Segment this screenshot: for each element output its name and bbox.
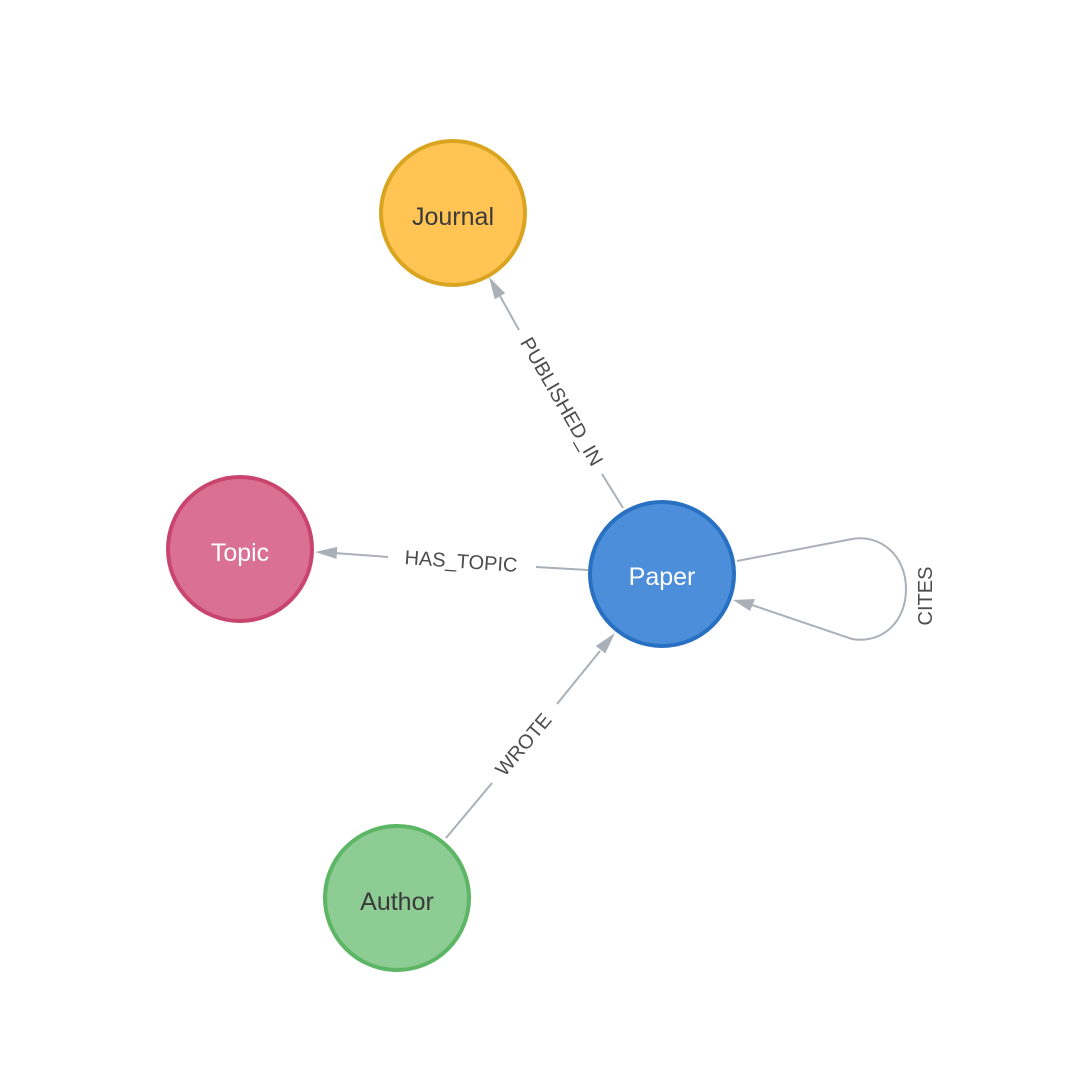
node-paper[interactable]: Paper: [588, 500, 736, 648]
edge-published-in[interactable]: PUBLISHED_IN: [489, 277, 624, 509]
arrow-head-icon: [733, 599, 755, 611]
node-author-circle: [323, 824, 471, 972]
arrow-head-icon: [315, 546, 338, 559]
arrow-head-icon: [489, 277, 506, 300]
node-author[interactable]: Author: [323, 824, 471, 972]
edge-cites[interactable]: CITES: [733, 537, 937, 641]
node-author-label: Author: [360, 888, 434, 916]
edge-wrote[interactable]: WROTE: [445, 633, 615, 839]
edge-label-published-in: PUBLISHED_IN: [515, 334, 606, 470]
edge-has-topic[interactable]: HAS_TOPIC: [315, 546, 589, 577]
node-topic[interactable]: Topic: [166, 475, 314, 623]
node-topic-circle: [166, 475, 314, 623]
edge-wrote-line-start: [445, 782, 493, 839]
edge-has-topic-line-start: [535, 566, 589, 571]
edge-published-in-line-start: [601, 473, 624, 509]
node-journal-label: Journal: [412, 203, 494, 231]
node-topic-label: Topic: [211, 539, 269, 567]
edge-label-has-topic: HAS_TOPIC: [404, 547, 518, 577]
node-paper-label: Paper: [629, 563, 696, 591]
edge-label-cites: CITES: [915, 567, 937, 626]
edge-has-topic-line-end: [333, 552, 389, 558]
edge-wrote-line-end: [556, 650, 601, 705]
edge-cites-loop: [736, 537, 908, 641]
arrow-head-icon: [595, 633, 615, 654]
node-journal[interactable]: Journal: [379, 139, 527, 287]
node-journal-circle: [379, 139, 527, 287]
edge-published-in-line-end: [499, 295, 520, 331]
node-paper-circle: [588, 500, 736, 648]
edge-label-wrote: WROTE: [492, 709, 557, 780]
